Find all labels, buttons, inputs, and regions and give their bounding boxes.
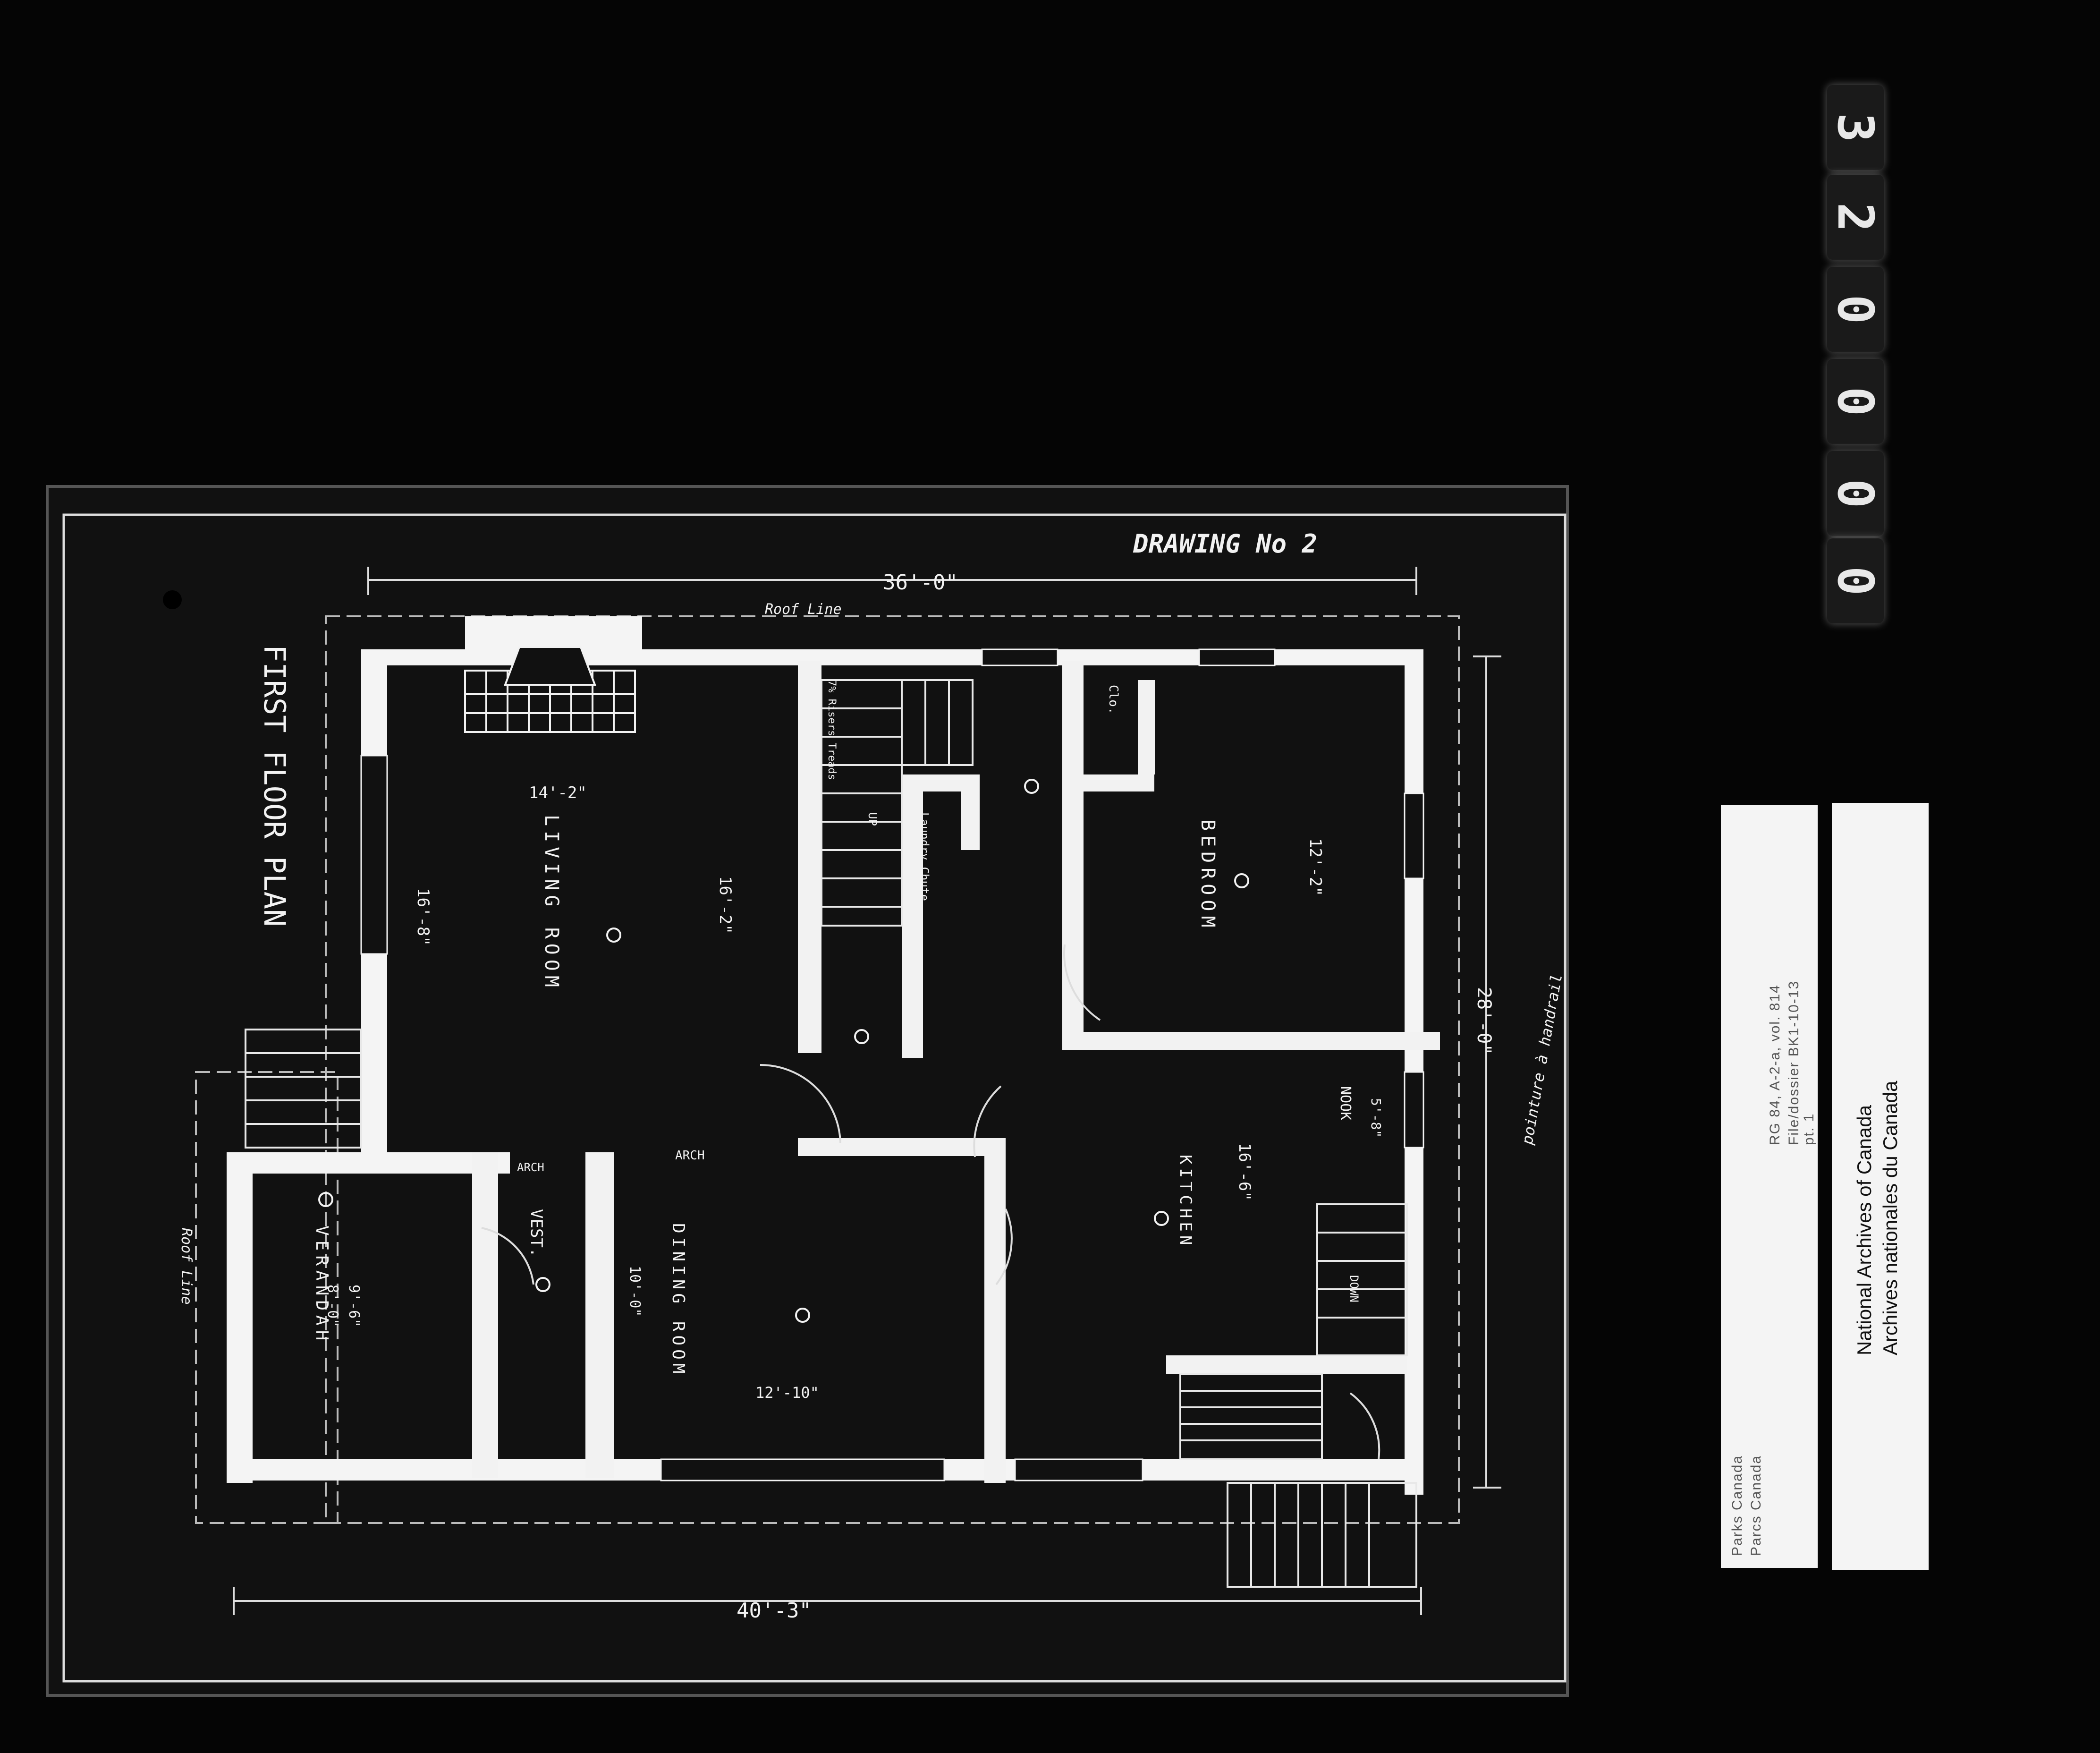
stair-riser-note: 7% Risers Treads [826,680,838,780]
punch-hole [163,590,182,609]
room-label-dining-room: DINING ROOM [669,1223,688,1377]
archive-nac-fr: Archives nationales du Canada [1879,1081,1901,1355]
room-label-verandah: VERANDAH [312,1225,331,1345]
roof-line-left-label: Roof Line [178,1228,195,1305]
frame-digit: 0 [1827,451,1884,536]
ceiling-light-symbols [318,779,1249,1323]
dim-nook: 5'-8" [1368,1098,1384,1138]
archive-ref-line2: File/dossier BK1-10-13 [1786,980,1802,1145]
archive-ref-line3: pt. 1 [1801,1113,1817,1145]
room-label-bedroom: BEDROOM [1197,819,1219,932]
dimension-lines [233,567,1501,1615]
room-label-living-room: LIVING ROOM [541,815,562,992]
dim-kitchen: 16'-6" [1235,1143,1254,1201]
door-swings [481,944,1380,1460]
frame-digit: 0 [1827,267,1884,352]
dim-dining-height: 10'-0" [627,1266,643,1317]
right-depth-dimension: 28'-0" [1473,987,1495,1055]
interior-walls [472,661,1440,1483]
frame-digit: 3 [1827,85,1884,170]
archive-org-en: Parks Canada [1729,1455,1745,1556]
fireplace [464,646,636,733]
stair-down-label: DOWN [1347,1275,1361,1302]
national-archives-strip: National Archives of Canada Archives nat… [1832,803,1929,1570]
room-label-closet: Clo. [1106,685,1120,715]
frame-digit: 0 [1827,359,1884,444]
top-width-dimension: 36'-0" [883,570,958,595]
stair-up-label: UP [866,812,879,826]
archive-ref-line1: RG 84, A-2-a, vol. 814 [1767,984,1783,1145]
drawing-number-label: DRAWING No 2 [1133,529,1317,559]
room-label-kitchen: KITCHEN [1176,1155,1195,1249]
room-label-nook: NOOK [1337,1086,1354,1120]
roof-line-top-label: Roof Line [765,601,842,618]
bottom-width-dimension: 40'-3" [737,1599,812,1623]
plan-title: FIRST FLOOR PLAN [257,645,292,927]
room-label-vest: VEST. [527,1209,546,1257]
arch-label-vestibule: ARCH [517,1161,544,1174]
rear-stair [1179,1203,1417,1588]
main-stair [821,679,974,927]
frame-digit: 0 [1827,538,1884,623]
roof-line-left [195,1071,339,1524]
sheet-border [62,513,1567,1683]
dim-dining-width: 12'-10" [755,1384,819,1402]
archive-reference-strip: Parks Canada Parcs Canada RG 84, A-2-a, … [1721,805,1818,1568]
windows [360,648,1424,1481]
dim-verandah-b: 8'-0" [324,1285,341,1327]
dim-verandah-a: 9'-6" [346,1285,362,1327]
dim-living-width: 14'-2" [529,783,587,802]
frame-digit: 2 [1827,175,1884,260]
arch-label-dining: ARCH [675,1149,705,1163]
laundry-chute-label: Laundry Chute [918,812,931,901]
archive-org-fr: Parcs Canada [1748,1455,1764,1556]
dim-living-right: 16'-2" [716,876,735,934]
roof-line [325,615,1460,1524]
archive-nac-en: National Archives of Canada [1853,1105,1875,1355]
front-steps [245,1029,362,1149]
dim-living-left: 16'-8" [414,888,432,946]
dim-bedroom: 12'-2" [1306,838,1325,896]
